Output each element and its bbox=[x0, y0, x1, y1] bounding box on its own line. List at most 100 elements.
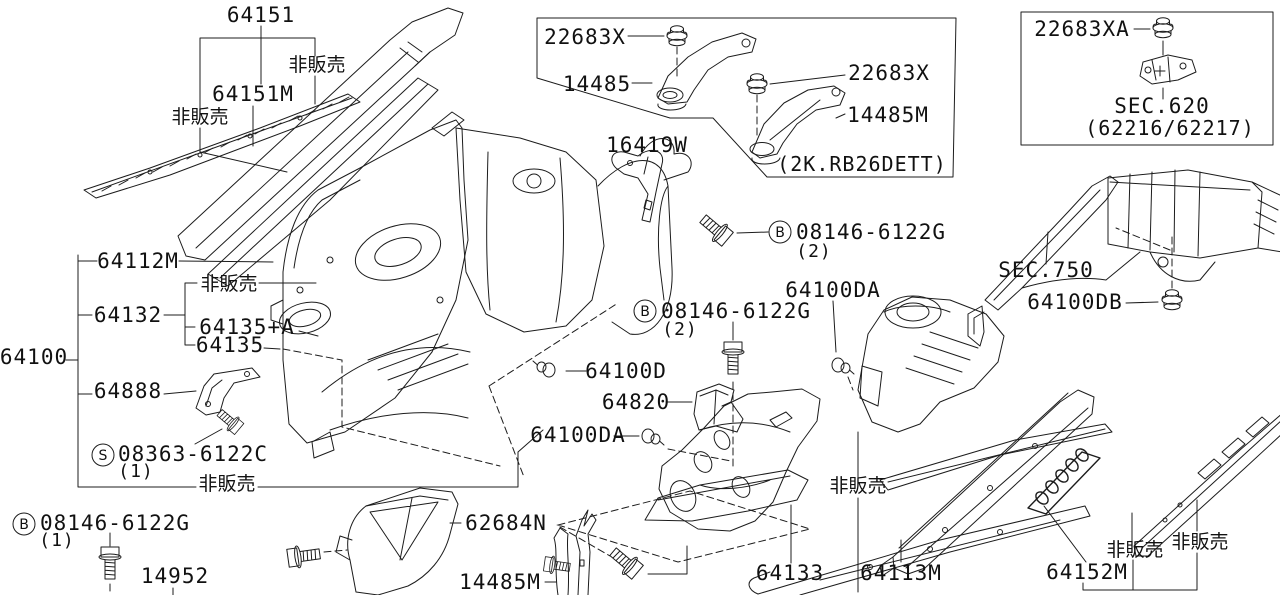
section-ref-sec750[interactable]: SEC.750 bbox=[998, 258, 1094, 282]
clip-icon-64100da-left bbox=[641, 428, 665, 446]
part-label-64888[interactable]: 64888 bbox=[94, 379, 162, 403]
bolt-icon-14485m-left bbox=[542, 554, 572, 577]
bolt-icon-mid bbox=[721, 341, 745, 375]
drawing-engine-mount-bracket-14485m bbox=[749, 85, 846, 165]
drawing-hoodledge-reinforce-64151 bbox=[177, 7, 465, 261]
part-label-64152m[interactable]: 64152M bbox=[1046, 560, 1128, 584]
fit-line-bolt-duct bbox=[323, 549, 348, 553]
not-sold-note-top-right: 非販売 bbox=[288, 54, 345, 76]
fit-line-64100db bbox=[1115, 227, 1173, 289]
part-label-64132[interactable]: 64132 bbox=[94, 303, 162, 327]
part-label-64100db[interactable]: 64100DB bbox=[1027, 290, 1123, 314]
clip-icon-64100da-right bbox=[831, 357, 855, 375]
drawing-closing-plate-64152m bbox=[1027, 448, 1101, 515]
part-label-64133[interactable]: 64133 bbox=[756, 561, 824, 585]
drawing-side-member-64113m bbox=[879, 389, 1095, 577]
grommet-icon-22683x-left bbox=[666, 25, 688, 47]
not-sold-note-mid: 非販売 bbox=[200, 273, 257, 295]
callout-letter-b-mid: B bbox=[640, 304, 650, 320]
callout-bracket-64100-group bbox=[65, 254, 544, 488]
drawing-engine-mount-bracket-14485 bbox=[656, 32, 757, 111]
leader-64100db bbox=[1125, 301, 1159, 304]
part-label-64135[interactable]: 64135 bbox=[196, 333, 264, 357]
qty-note-top: (2) bbox=[796, 241, 832, 262]
drawing-sec620-hinge-bracket bbox=[1139, 54, 1197, 85]
part-label-64100[interactable]: 64100 bbox=[0, 345, 68, 369]
callout-lines-sec620 bbox=[1133, 28, 1164, 100]
part-label-14485m-top[interactable]: 14485M bbox=[847, 103, 929, 127]
drawing-upper-apron-band bbox=[879, 423, 1113, 491]
part-label-14485[interactable]: 14485 bbox=[563, 72, 631, 96]
part-label-64112m[interactable]: 64112M bbox=[97, 249, 179, 273]
part-label-64113m[interactable]: 64113M bbox=[860, 561, 942, 585]
part-label-08146-bl[interactable]: 08146-6122G bbox=[40, 511, 190, 535]
bolt-icon-bl bbox=[98, 546, 122, 580]
part-label-64820[interactable]: 64820 bbox=[602, 390, 670, 414]
drawing-bracket-14485m bbox=[553, 509, 597, 595]
callout-circle-s bbox=[91, 443, 115, 467]
callout-circle-b-mid bbox=[633, 299, 657, 323]
bolt-icon-top bbox=[695, 209, 736, 249]
callout-letter-s: S bbox=[99, 448, 108, 464]
clip-icon-64100d bbox=[532, 360, 556, 378]
grommet-icon-64100db bbox=[1161, 289, 1183, 311]
drawing-apron-64133 bbox=[658, 388, 821, 532]
drawing-air-guide-62684n bbox=[335, 487, 459, 595]
section-ref-sec620[interactable]: SEC.620 bbox=[1114, 94, 1210, 118]
part-label-64151[interactable]: 64151 bbox=[227, 3, 295, 27]
part-label-16419w[interactable]: 16419W bbox=[606, 133, 688, 157]
fit-line-64100da-right bbox=[847, 376, 854, 391]
part-label-64100da-right[interactable]: 64100DA bbox=[785, 278, 881, 302]
drawing-bracket-64820 bbox=[693, 383, 744, 433]
drawing-strut-housing bbox=[857, 295, 1005, 433]
part-label-08363[interactable]: 08363-6122C bbox=[118, 442, 268, 466]
bolt-icon-14485m-right bbox=[605, 542, 646, 582]
part-label-62684n[interactable]: 62684N bbox=[465, 511, 547, 535]
callout-bracket-64151 bbox=[199, 25, 316, 173]
part-label-22683x-right[interactable]: 22683X bbox=[848, 61, 930, 85]
ghost-outline-center bbox=[282, 302, 619, 478]
drawing-member-mount-wedge bbox=[644, 469, 809, 522]
leader-bolt-top bbox=[736, 231, 769, 234]
part-label-08146-top[interactable]: 08146-6122G bbox=[796, 220, 946, 244]
part-label-14485m-bottom[interactable]: 14485M bbox=[459, 570, 541, 594]
callout-lines-bottom-right bbox=[790, 431, 1198, 593]
not-sold-note-right-b: 非販売 bbox=[1171, 531, 1228, 553]
drawing-sec750-assembly bbox=[967, 169, 1280, 347]
leader-16419w bbox=[643, 156, 649, 175]
leader-bolt-14485m bbox=[647, 545, 688, 575]
grommet-icon-22683xa bbox=[1152, 17, 1174, 39]
part-label-08146-mid[interactable]: 08146-6122G bbox=[661, 299, 811, 323]
bolt-icon-duct bbox=[285, 542, 322, 570]
callout-lines-rb26-box bbox=[627, 35, 846, 119]
not-sold-note-64133: 非販売 bbox=[829, 475, 886, 497]
leader-sec750 bbox=[1045, 231, 1049, 265]
callout-letter-b-bl: B bbox=[19, 517, 29, 533]
not-sold-note-64100: 非販売 bbox=[198, 473, 255, 495]
section-ref-sec620-parts: (62216/62217) bbox=[1085, 116, 1255, 140]
drawing-lower-rail bbox=[748, 505, 1091, 595]
grommet-icon-22683x-right bbox=[746, 73, 768, 95]
part-label-64135a[interactable]: 64135+A bbox=[199, 315, 295, 339]
not-sold-note-top-left: 非販売 bbox=[171, 106, 228, 128]
qty-note-mid: (2) bbox=[662, 319, 698, 340]
part-label-22683x-left[interactable]: 22683X bbox=[544, 25, 626, 49]
qty-note-screw: (1) bbox=[118, 461, 154, 482]
part-label-64100da-left[interactable]: 64100DA bbox=[530, 423, 626, 447]
callout-circle-b-bl bbox=[12, 512, 36, 536]
leader-64100da-right bbox=[832, 300, 837, 353]
part-label-14952[interactable]: 14952 bbox=[141, 564, 209, 588]
fit-line-64100da-left bbox=[667, 448, 732, 462]
drawing-hoodledge-rail-rh bbox=[1133, 414, 1280, 557]
part-label-64151m[interactable]: 64151M bbox=[212, 82, 294, 106]
qty-note-bl: (1) bbox=[39, 530, 75, 551]
engine-note-rb26: (2K.RB26DETT) bbox=[777, 152, 947, 176]
part-label-22683xa[interactable]: 22683XA bbox=[1034, 17, 1130, 41]
callout-circle-b-top bbox=[768, 220, 792, 244]
inset-box-sec620 bbox=[1020, 11, 1274, 146]
part-label-64100d[interactable]: 64100D bbox=[585, 359, 667, 383]
drawing-dash-side-panel bbox=[455, 127, 673, 335]
not-sold-note-right-a: 非販売 bbox=[1106, 539, 1163, 561]
